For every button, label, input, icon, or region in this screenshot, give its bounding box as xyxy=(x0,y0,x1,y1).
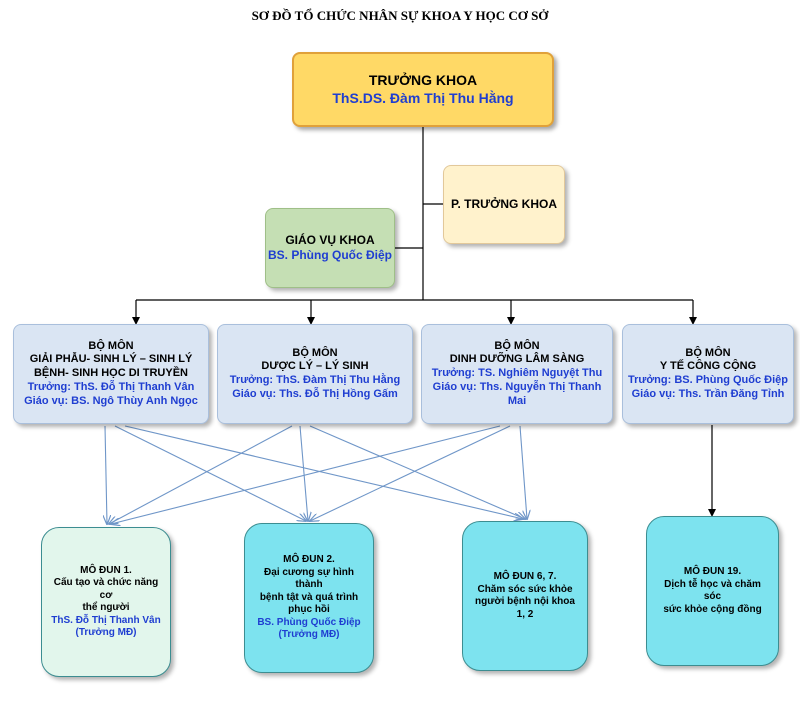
department-name: GIẢI PHẪU- SINH LÝ – SINH LÝ xyxy=(29,353,193,366)
module-title: MÔ ĐUN 19. xyxy=(683,566,742,577)
academic-affairs-role: GIÁO VỤ KHOA xyxy=(285,233,375,247)
module-description: Dịch tễ học và chăm sóc xyxy=(664,578,761,603)
chart-title: SƠ ĐỒ TỔ CHỨC NHÂN SỰ KHOA Y HỌC CƠ SỞ xyxy=(251,8,549,23)
vice-dean-box: P. TRƯỞNG KHOA xyxy=(443,165,565,244)
module-description: người bệnh nội khoa 1, 2 xyxy=(475,596,575,620)
department-head: Trưởng: ThS. Đàm Thị Thu Hằng xyxy=(229,374,401,386)
academic-affairs-name: BS. Phùng Quốc Điệp xyxy=(267,248,392,262)
module-description: Chăm sóc sức khỏe xyxy=(477,583,573,595)
module-title: MÔ ĐUN 6, 7. xyxy=(493,571,557,582)
module-box-19: MÔ ĐUN 19. Dịch tễ học và chăm sóc sức k… xyxy=(646,516,779,666)
department-box-public-health: BỘ MÔN Y TẾ CÔNG CỘNG Trưởng: BS. Phùng … xyxy=(622,324,794,424)
department-heading: BỘ MÔN xyxy=(685,346,731,359)
department-name: DINH DƯỠNG LÂM SÀNG xyxy=(449,353,585,366)
arrow-d1-m3 xyxy=(124,425,523,519)
module-box-6-7: MÔ ĐUN 6, 7. Chăm sóc sức khỏe người bện… xyxy=(462,521,588,671)
module-lead-role: (Trưởng MĐ) xyxy=(75,627,137,638)
module-description: thể người xyxy=(82,602,130,613)
department-affairs: Giáo vụ: Ths. Nguyễn Thị Thanh Mai xyxy=(432,380,602,407)
module-box-1: MÔ ĐUN 1. Cấu tạo và chức năng cơ thể ng… xyxy=(41,527,171,677)
vice-dean-role: P. TRƯỞNG KHOA xyxy=(451,197,557,211)
department-name: Y TẾ CÔNG CỘNG xyxy=(659,360,757,373)
module-description: Cấu tạo và chức năng cơ xyxy=(53,577,159,601)
arrow-d2-m2 xyxy=(299,425,308,521)
module-description: Đại cương sự hình thành xyxy=(264,566,354,591)
department-affairs: Giáo vụ: Ths. Trần Đăng Tỉnh xyxy=(631,387,785,400)
module-lead: BS. Phùng Quốc Điệp xyxy=(257,616,361,628)
department-box-pharmacology-biophysics: BỘ MÔN DƯỢC LÝ – LÝ SINH Trưởng: ThS. Đà… xyxy=(217,324,413,424)
module-title: MÔ ĐUN 1. xyxy=(80,564,132,576)
module-lead: ThS. Đỗ Thị Thanh Vân xyxy=(51,614,161,626)
academic-affairs-box: GIÁO VỤ KHOA BS. Phùng Quốc Điệp xyxy=(265,208,395,288)
dean-role: TRƯỞNG KHOA xyxy=(368,72,478,88)
module-box-2: MÔ ĐUN 2. Đại cương sự hình thành bệnh t… xyxy=(244,523,374,673)
module-title: MÔ ĐUN 2. xyxy=(283,554,335,566)
arrow-d3-m3 xyxy=(519,425,527,519)
arrow-d1-m2 xyxy=(114,425,306,521)
arrow-d2-m1 xyxy=(109,425,293,524)
arrow-d1-m1 xyxy=(105,425,107,524)
department-box-anatomy-physiology: BỘ MÔN GIẢI PHẪU- SINH LÝ – SINH LÝ BỆNH… xyxy=(13,324,209,424)
department-head: Trưởng: TS. Nghiêm Nguyệt Thu xyxy=(431,367,603,380)
dean-box: TRƯỞNG KHOA ThS.DS. Đàm Thị Thu Hằng xyxy=(292,52,554,127)
dean-name: ThS.DS. Đàm Thị Thu Hằng xyxy=(332,89,514,106)
arrow-d3-m1 xyxy=(111,425,501,524)
arrow-d2-m3 xyxy=(309,425,525,519)
department-affairs: Giáo vụ: BS. Ngô Thùy Anh Ngọc xyxy=(24,394,198,407)
department-box-clinical-nutrition: BỘ MÔN DINH DƯỠNG LÂM SÀNG Trưởng: TS. N… xyxy=(421,324,613,424)
department-name: BỆNH- SINH HỌC DI TRUYỀN xyxy=(33,367,188,380)
department-heading: BỘ MÔN xyxy=(494,339,540,352)
module-lead-role: (Trưởng MĐ) xyxy=(278,629,340,641)
module-description: bệnh tật và quá trình xyxy=(259,591,359,603)
module-description: sức khỏe cộng đồng xyxy=(663,603,762,615)
department-name: DƯỢC LÝ – LÝ SINH xyxy=(261,360,369,373)
department-head: Trưởng: ThS. Đỗ Thị Thanh Vân xyxy=(27,380,195,393)
module-description: phục hồi xyxy=(288,604,330,616)
department-heading: BỘ MÔN xyxy=(88,339,134,352)
department-heading: BỘ MÔN xyxy=(292,346,338,359)
department-head: Trưởng: BS. Phùng Quốc Điệp xyxy=(627,374,788,386)
department-affairs: Giáo vụ: Ths. Đỗ Thị Hồng Gấm xyxy=(232,387,398,400)
arrow-d3-m2 xyxy=(310,425,511,521)
